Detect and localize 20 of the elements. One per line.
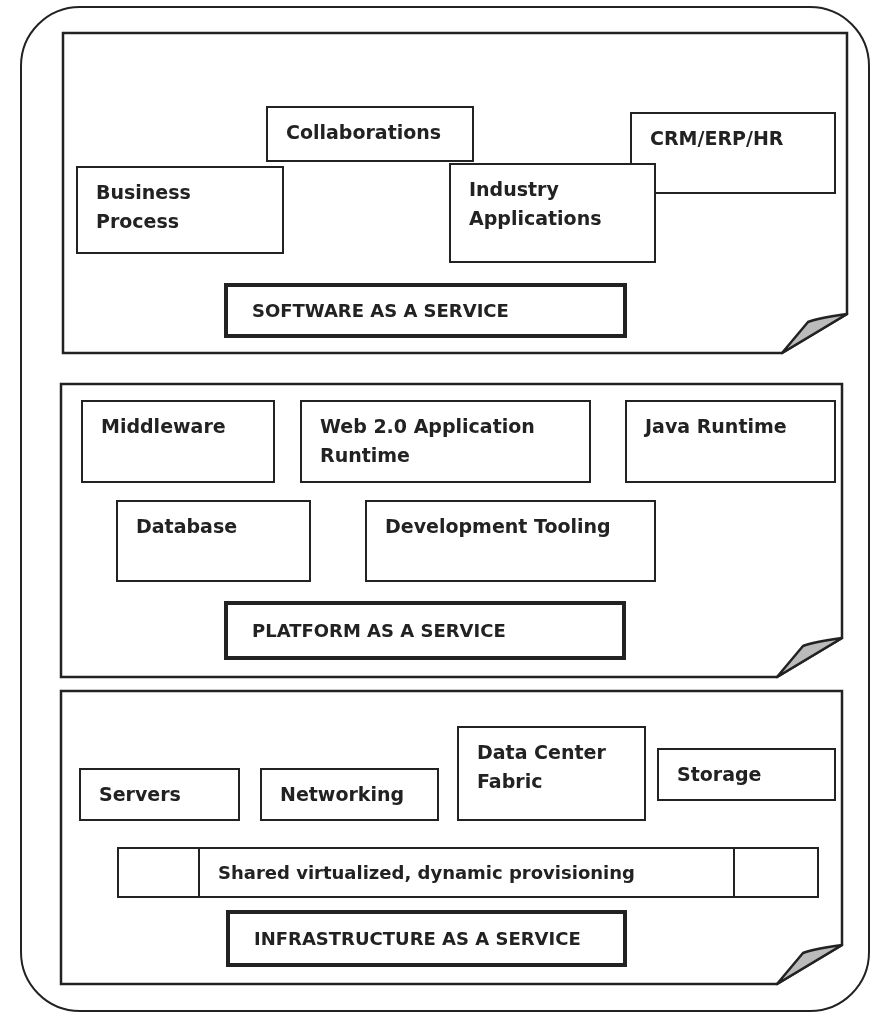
component-box: Servers — [79, 768, 240, 821]
component-box: CRM/ERP/HR — [630, 112, 836, 194]
page-panel — [62, 32, 848, 354]
component-box: Storage — [657, 748, 836, 801]
component-box: Database — [116, 500, 311, 582]
layer-title: INFRASTRUCTURE AS A SERVICE — [226, 910, 627, 967]
component-box: Business Process — [76, 166, 284, 254]
component-box: Industry Applications — [449, 163, 656, 263]
provisioning-bar: Shared virtualized, dynamic provisioning — [117, 847, 819, 898]
page-panel — [60, 690, 843, 985]
layer-title: SOFTWARE AS A SERVICE — [224, 283, 627, 338]
component-box: Development Tooling — [365, 500, 656, 582]
component-box: Collaborations — [266, 106, 474, 162]
layer-title: PLATFORM AS A SERVICE — [224, 601, 626, 660]
component-box: Java Runtime — [625, 400, 836, 483]
page-panel — [60, 383, 843, 678]
component-box: Web 2.0 Application Runtime — [300, 400, 591, 483]
component-box: Middleware — [81, 400, 275, 483]
component-box: Data Center Fabric — [457, 726, 646, 821]
component-box: Networking — [260, 768, 439, 821]
